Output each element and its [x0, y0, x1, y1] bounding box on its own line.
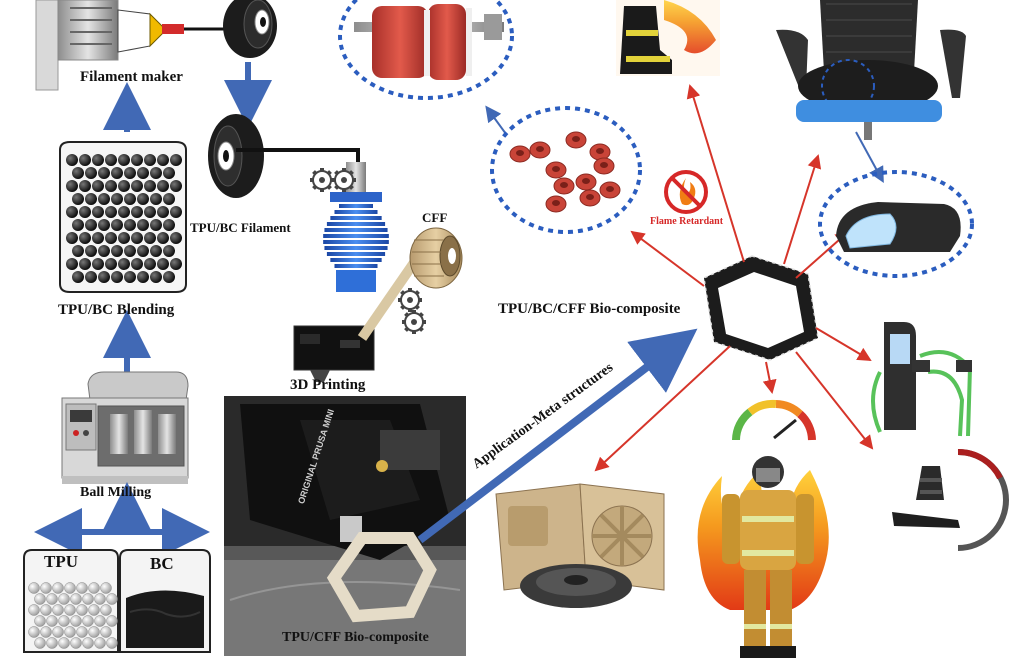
label-flame-retardant: Flame Retardant [650, 216, 724, 227]
label-bc: BC [150, 554, 174, 573]
label-tpu-cff-biocomposite: TPU/CFF Bio-composite [282, 630, 429, 645]
application-arrows [594, 84, 874, 472]
filament-spool-icon [223, 0, 277, 58]
vibration-damper-icon [338, 0, 514, 100]
label-filament-maker: Filament maker [80, 69, 183, 85]
label-tpu-bc-filament: TPU/BC Filament [190, 220, 291, 235]
tpu-jar-icon [23, 549, 119, 653]
gauge-icon [732, 399, 816, 441]
seat-cushion-icon [818, 170, 974, 278]
gear-icon [310, 168, 334, 192]
label-cff: CFF [422, 210, 448, 225]
application-arrow-main [417, 328, 698, 544]
label-tpu-bc-cff-biocomposite: TPU/BC/CFF Bio-composite [498, 301, 681, 317]
printer-photo [224, 396, 466, 656]
filament-spool-icon [208, 114, 360, 198]
ball-mill-machine-icon [61, 371, 189, 484]
firefighter-icon [697, 456, 829, 658]
bc-jar-icon [119, 549, 211, 653]
gear-icon [332, 168, 356, 192]
rubber-bellow-icon [892, 448, 1009, 551]
beaker-icon [59, 141, 187, 293]
label-ball-milling: Ball Milling [80, 485, 152, 500]
label-3d-printing: 3D Printing [290, 377, 366, 393]
packaging-tray-icon [495, 483, 665, 608]
gear-icon [398, 288, 422, 312]
label-tpu-bc-blending: TPU/BC Blending [58, 302, 175, 318]
office-chair-icon [776, 0, 966, 140]
cff-spool-icon [357, 227, 463, 341]
label-tpu: TPU [44, 552, 78, 571]
vibration-damper-icon [490, 106, 642, 234]
gear-icon [402, 310, 426, 334]
filament-maker-icon [35, 0, 228, 91]
link-arrow [485, 105, 507, 135]
ev-charger-icon [871, 322, 973, 437]
link-arrow [855, 131, 884, 184]
hexagon-part-icon [703, 255, 819, 361]
printer-hotend-icon [293, 162, 389, 382]
firefighter-boot-icon [616, 0, 720, 76]
no-fire-icon [664, 170, 708, 214]
